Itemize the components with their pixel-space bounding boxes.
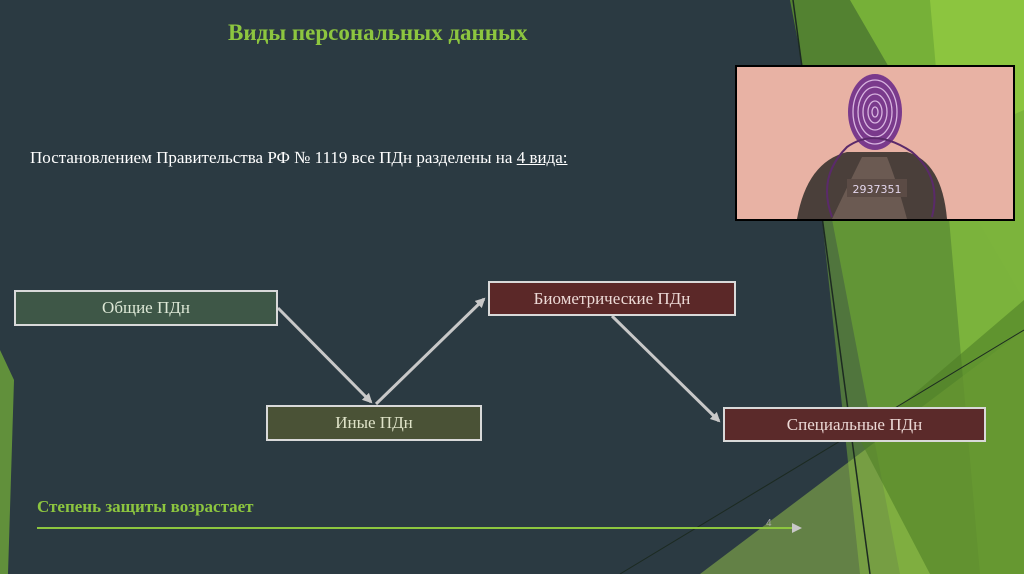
photo-caption: 2937351 — [853, 183, 902, 196]
fingerprint-portrait-image: 2937351 — [735, 65, 1015, 221]
box-special-pd: Специальные ПДн — [723, 407, 986, 442]
box-biometric-pd: Биометрические ПДн — [488, 281, 736, 316]
box-other-pd: Иные ПДн — [266, 405, 482, 441]
intro-text-main: Постановлением Правительства РФ № 1119 в… — [30, 148, 517, 167]
intro-text: Постановлением Правительства РФ № 1119 в… — [30, 148, 730, 168]
box-general-pd: Общие ПДн — [14, 290, 278, 326]
intro-text-underlined: 4 вида: — [516, 148, 568, 167]
slide-title: Виды персональных данных — [228, 20, 528, 45]
protection-label: Степень защиты возрастает — [37, 497, 254, 516]
page-number: 4 — [766, 518, 772, 529]
fingerprint-portrait-illustration: 2937351 — [737, 67, 1013, 219]
